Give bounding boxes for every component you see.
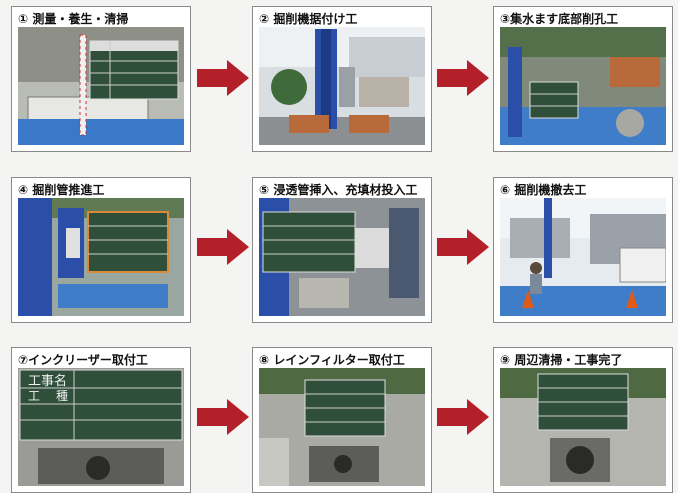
step-card-9: ⑨ 周辺清掃・工事完了 (493, 347, 673, 493)
step-title: ⑨ 周辺清掃・工事完了 (500, 353, 623, 367)
step-card-1: ① 測量・養生・清掃 (11, 6, 191, 152)
step-photo (18, 198, 184, 316)
step-title: ④ 掘削管推進工 (18, 183, 105, 197)
step-title: ⑤ 浸透管挿入、充填材投入工 (259, 183, 418, 197)
step-title: ① 測量・養生・清掃 (18, 12, 129, 26)
step-card-8: ⑧ レインフィルター取付工 (252, 347, 432, 493)
step-title: ③集水ます底部削孔工 (500, 12, 619, 26)
step-photo (500, 198, 666, 316)
step-card-2: ② 掘削機据付け工 (252, 6, 432, 152)
step-title: ⑧ レインフィルター取付工 (259, 353, 405, 367)
step-title: ⑦インクリーザー取付工 (18, 353, 148, 367)
step-card-4: ④ 掘削管推進工 (11, 177, 191, 323)
step-title: ⑥ 掘削機撤去工 (500, 183, 587, 197)
board-row2-label: 工 (28, 389, 40, 403)
step-title: ② 掘削機据付け工 (259, 12, 358, 26)
board-row1-label: 工事名 (28, 373, 67, 389)
step-card-7: ⑦インクリーザー取付工 工事名 工 種 (11, 347, 191, 493)
step-photo: 工事名 工 種 (18, 368, 184, 486)
arrow-right-icon (197, 399, 249, 435)
step-photo (500, 27, 666, 145)
arrow-right-icon (437, 399, 489, 435)
step-card-5: ⑤ 浸透管挿入、充填材投入工 (252, 177, 432, 323)
arrow-right-icon (437, 60, 489, 96)
step-photo (259, 27, 425, 145)
step-photo (259, 368, 425, 486)
step-photo (259, 198, 425, 316)
arrow-right-icon (197, 229, 249, 265)
step-card-3: ③集水ます底部削孔工 (493, 6, 673, 152)
arrow-right-icon (197, 60, 249, 96)
step-photo (500, 368, 666, 486)
step-card-6: ⑥ 掘削機撤去工 (493, 177, 673, 323)
step-photo (18, 27, 184, 145)
board-row2-label-b: 種 (56, 389, 68, 403)
arrow-right-icon (437, 229, 489, 265)
